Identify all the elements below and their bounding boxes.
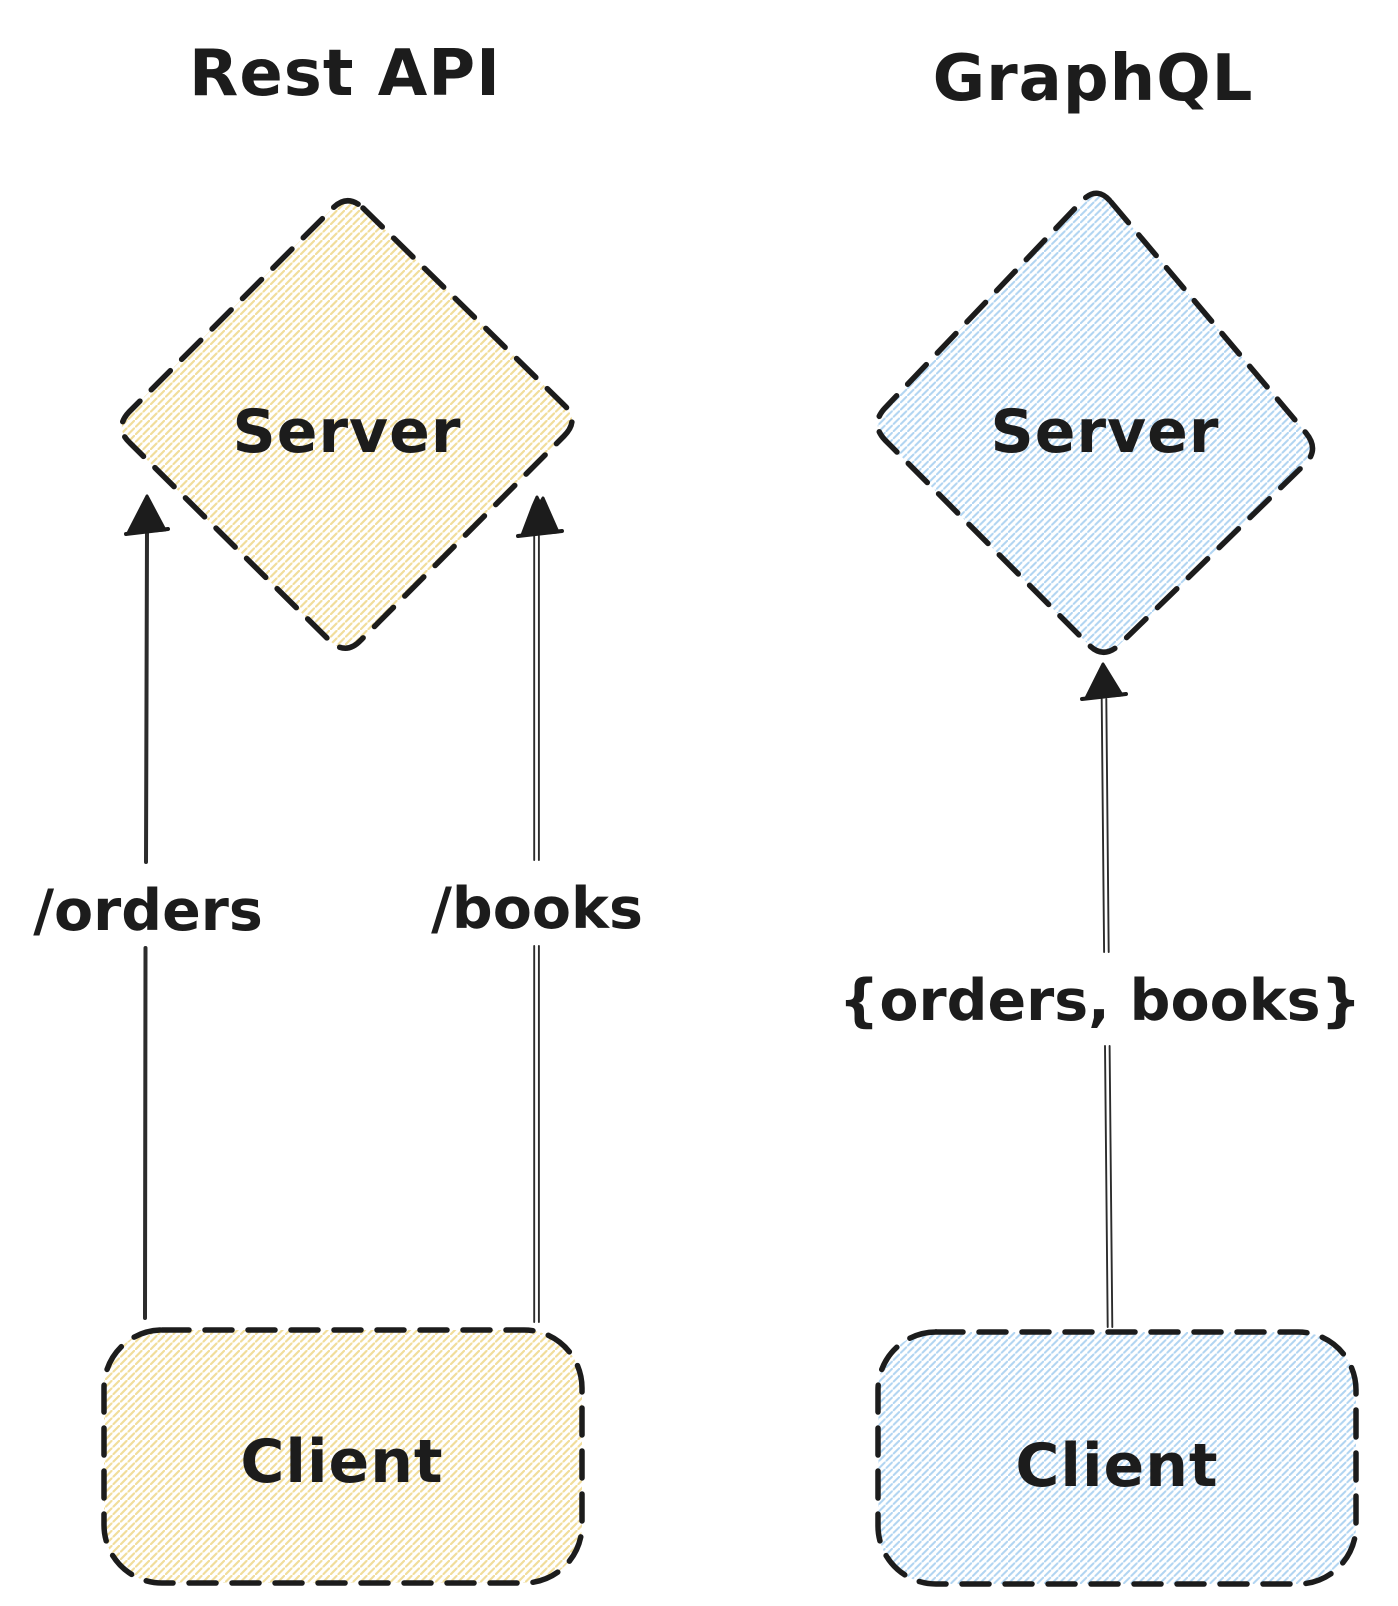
- graphql-server-label: Server: [991, 397, 1220, 467]
- orders-request-label: /orders: [33, 878, 263, 944]
- graphql-section: GraphQL Server {orders, books} Client: [839, 42, 1361, 1587]
- graphql-server-diamond: [874, 190, 1316, 655]
- books-request-label: /books: [431, 876, 643, 942]
- orders-arrowhead-base: [124, 527, 170, 536]
- books-arrow-line: [533, 535, 540, 1323]
- orders-arrowhead: [126, 494, 167, 535]
- books-arrow: /books: [431, 495, 643, 1323]
- orders-arrow-line: [143, 530, 149, 1320]
- graphql-arrowhead: [1084, 662, 1124, 700]
- orders-arrow: /orders: [33, 494, 263, 1320]
- graphql-client-label: Client: [1015, 1431, 1218, 1501]
- graphql-title: GraphQL: [933, 42, 1254, 116]
- books-arrowhead: [520, 495, 560, 537]
- rest-client-box: [101, 1327, 585, 1586]
- rest-client-label: Client: [240, 1427, 443, 1497]
- rest-api-section: Rest API Server /orders /books Client: [33, 37, 643, 1586]
- rest-api-title: Rest API: [189, 37, 501, 111]
- graphql-arrow-line: [1100, 698, 1114, 1328]
- rest-server-label: Server: [233, 397, 462, 467]
- graphql-request-label: {orders, books}: [839, 968, 1361, 1034]
- graphql-client-box: [875, 1329, 1359, 1587]
- graphql-arrowhead-base: [1080, 692, 1128, 701]
- rest-server-diamond: [119, 198, 575, 651]
- books-arrowhead-base: [516, 529, 564, 538]
- graphql-arrow: {orders, books}: [839, 662, 1361, 1328]
